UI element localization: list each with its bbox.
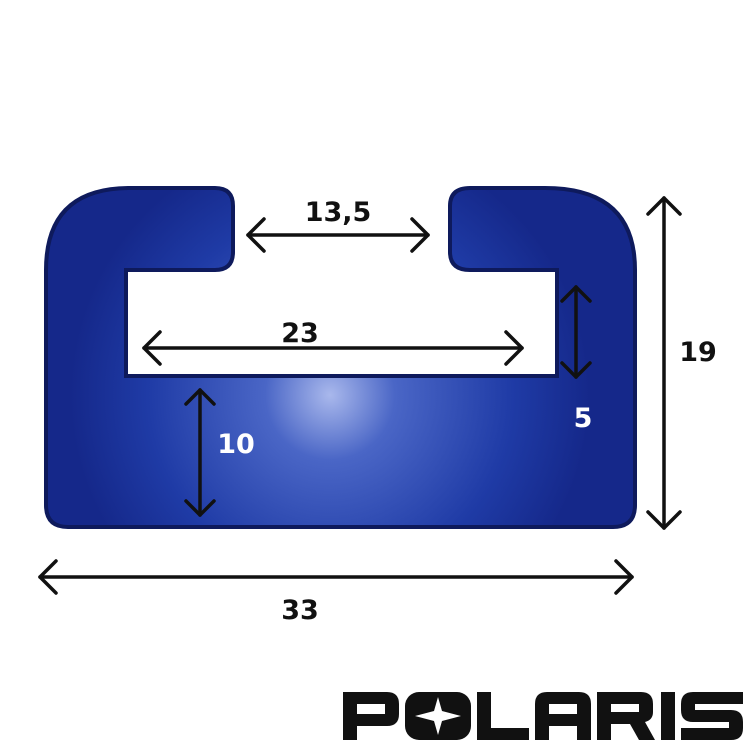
overall-height-label: 19 <box>679 337 717 368</box>
overall-height-arrow <box>646 196 682 530</box>
slide-profile-shape <box>44 186 637 529</box>
inner-width-arrow <box>142 330 524 366</box>
overall-width-arrow <box>38 559 634 595</box>
lip-height-arrow <box>560 285 592 379</box>
polaris-star-icon <box>415 697 461 735</box>
gap-width-arrow <box>246 217 430 253</box>
overall-width-label: 33 <box>281 595 319 626</box>
gap-width-label: 13,5 <box>305 197 372 228</box>
base-thickness-arrow <box>184 388 216 517</box>
inner-width-label: 23 <box>281 318 319 349</box>
polaris-logo <box>343 692 743 740</box>
lip-height-label: 5 <box>574 403 593 434</box>
base-thickness-label: 10 <box>217 429 255 460</box>
